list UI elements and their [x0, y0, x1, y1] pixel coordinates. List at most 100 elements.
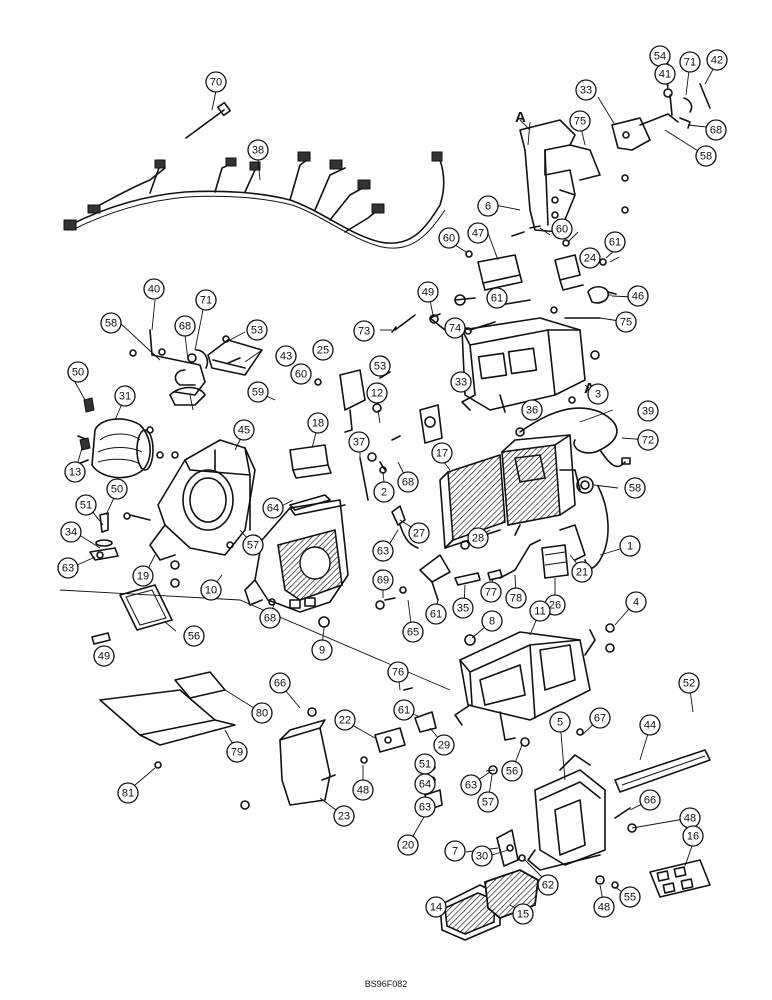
- left-top-brackets: [129, 329, 263, 396]
- callout-number: 2: [381, 487, 387, 499]
- callout-7: 7: [444, 840, 466, 862]
- callout-18: 18: [307, 412, 329, 434]
- callout-number: 47: [472, 228, 484, 240]
- callout-15: 15: [512, 903, 534, 925]
- callout-circle: [393, 699, 415, 721]
- callout-number: 68: [402, 477, 414, 489]
- callout-65: 65: [402, 621, 424, 643]
- callout-number: 76: [392, 667, 404, 679]
- callout-number: 18: [312, 418, 324, 430]
- callout-number: 57: [482, 797, 494, 809]
- callout-circle: [67, 361, 89, 383]
- callout-circle: [183, 625, 205, 647]
- callout-circle: [637, 400, 659, 422]
- callout-circle: [143, 278, 165, 300]
- callout-circle: [259, 607, 281, 629]
- callout-51: 51: [75, 494, 97, 516]
- mount-bracket-lower: [496, 829, 526, 867]
- callout-number: 60: [556, 224, 568, 236]
- callout-number: 66: [274, 678, 286, 690]
- callout-number: 80: [256, 708, 268, 720]
- callout-circle: [93, 645, 115, 667]
- callout-circle: [100, 312, 122, 334]
- callout-circle: [348, 431, 370, 453]
- callout-number: 36: [526, 405, 538, 417]
- callout-number: 41: [659, 69, 671, 81]
- callout-number: 19: [137, 571, 149, 583]
- callout-number: 74: [449, 323, 461, 335]
- callout-number: 51: [80, 500, 92, 512]
- callout-2: 2: [373, 481, 395, 503]
- actuator-assembly: [359, 404, 443, 501]
- callout-circle: [312, 339, 334, 361]
- callout-48: 48: [593, 896, 615, 918]
- callout-60: 60: [551, 218, 573, 240]
- callout-number: 68: [264, 613, 276, 625]
- callout-number: 66: [644, 795, 656, 807]
- callout-number: 49: [98, 651, 110, 663]
- callout-79: 79: [226, 741, 248, 763]
- callout-number: 63: [377, 546, 389, 558]
- callout-23: 23: [333, 805, 355, 827]
- callout-circle: [678, 672, 700, 694]
- callout-74: 74: [444, 317, 466, 339]
- callout-80: 80: [251, 702, 273, 724]
- callout-46: 46: [627, 285, 649, 307]
- middle-top-brackets: [465, 225, 617, 314]
- callout-43: 43: [275, 345, 297, 367]
- callout-number: 71: [684, 57, 696, 69]
- callout-63: 63: [57, 557, 79, 579]
- callout-11: 11: [529, 600, 551, 622]
- callout-circle: [481, 610, 503, 632]
- callout-45: 45: [233, 419, 255, 441]
- callout-28: 28: [467, 527, 489, 549]
- callout-circle: [579, 247, 601, 269]
- callout-68: 68: [397, 471, 419, 493]
- callout-number: 57: [247, 540, 259, 552]
- callout-number: 37: [353, 437, 365, 449]
- callout-circle: [467, 527, 489, 549]
- callout-circle: [444, 317, 466, 339]
- callout-circle: [114, 385, 136, 407]
- callout-circle: [615, 311, 637, 333]
- callout-circle: [706, 49, 728, 71]
- callout-72: 72: [637, 429, 659, 451]
- callout-circle: [60, 521, 82, 543]
- callout-75: 75: [569, 110, 591, 132]
- callout-81: 81: [117, 782, 139, 804]
- callout-number: 28: [472, 533, 484, 545]
- callout-35: 35: [452, 597, 474, 619]
- callout-53: 53: [369, 355, 391, 377]
- callout-circle: [625, 591, 647, 613]
- callout-circle: [372, 569, 394, 591]
- callout-circle: [242, 534, 264, 556]
- callout-circle: [417, 281, 439, 303]
- callout-circle: [132, 565, 154, 587]
- callout-circle: [486, 287, 508, 309]
- callout-number: 24: [584, 253, 596, 265]
- callout-61: 61: [604, 231, 626, 253]
- callout-60: 60: [290, 363, 312, 385]
- callout-number: 31: [119, 391, 131, 403]
- callout-number: 48: [357, 785, 369, 797]
- callout-number: 60: [295, 369, 307, 381]
- callout-12: 12: [366, 382, 388, 404]
- callout-number: 26: [549, 600, 561, 612]
- callout-circle: [414, 773, 436, 795]
- callout-44: 44: [639, 714, 661, 736]
- callout-circle: [695, 145, 717, 167]
- callout-number: 75: [574, 116, 586, 128]
- callout-41: 41: [654, 63, 676, 85]
- callout-number: 15: [517, 909, 529, 921]
- callout-circle: [397, 834, 419, 856]
- linkage-rods: [391, 314, 496, 335]
- callout-number: 43: [280, 351, 292, 363]
- callout-number: 73: [358, 326, 370, 338]
- callout-number: 42: [711, 55, 723, 67]
- callout-50: 50: [67, 361, 89, 383]
- callout-number: 64: [419, 779, 431, 791]
- callout-number: 52: [683, 678, 695, 690]
- lower-left-covers: [99, 671, 236, 769]
- callout-number: 22: [339, 715, 351, 727]
- callout-57: 57: [242, 534, 264, 556]
